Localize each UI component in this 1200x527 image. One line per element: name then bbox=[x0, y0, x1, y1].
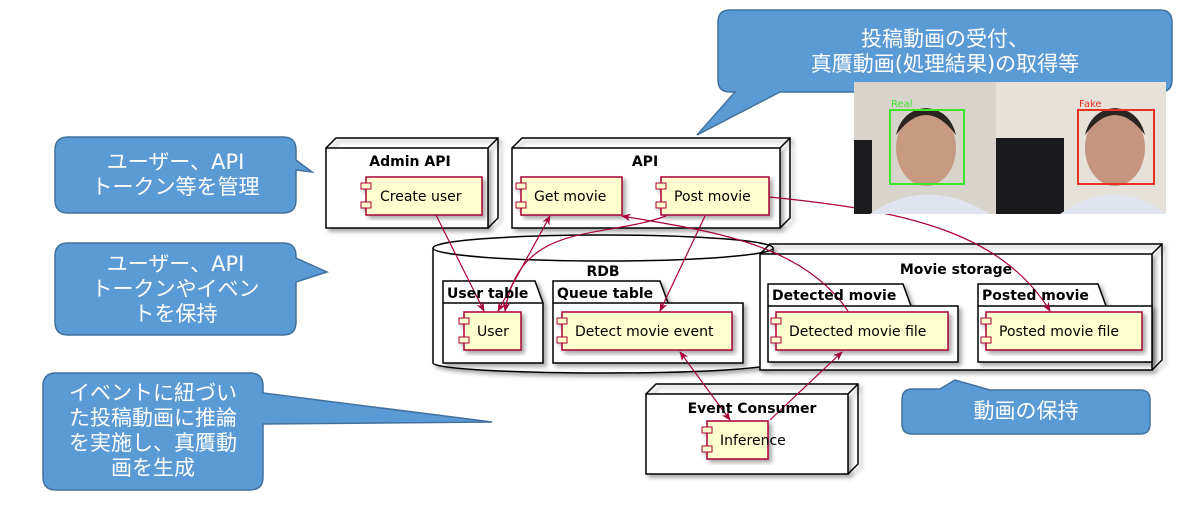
face-photos: Real Fake bbox=[854, 82, 1166, 214]
callout-consumer bbox=[42, 372, 493, 491]
component-detected-movie-file bbox=[770, 311, 949, 351]
queue-table-title: Queue table bbox=[557, 286, 653, 302]
fake-detection-box bbox=[1077, 109, 1155, 185]
arrow-post-movie-to-user bbox=[502, 215, 667, 312]
detect-movie-event-label: Detect movie event bbox=[575, 324, 714, 340]
fake-label: Fake bbox=[1079, 99, 1102, 110]
post-movie-label: Post movie bbox=[674, 189, 751, 205]
component-user bbox=[458, 311, 522, 351]
callout-api-text: 投稿動画の受付、 真贋動画(処理結果)の取得等 bbox=[810, 27, 1080, 76]
component-create-user bbox=[360, 176, 483, 216]
component-posted-movie-file bbox=[980, 311, 1143, 351]
real-detection-box bbox=[889, 109, 965, 185]
arrow-create-user-to-user bbox=[435, 214, 485, 312]
posted-movie-title: Posted movie bbox=[982, 288, 1089, 304]
arrow-inference-detected-file bbox=[769, 351, 843, 421]
api-title: API bbox=[632, 154, 658, 170]
arrow-post-movie-to-posted-file bbox=[768, 196, 1051, 312]
arrow-get-movie-to-user bbox=[497, 215, 551, 312]
callout-admin-text: ユーザー、API トークン等を管理 bbox=[91, 150, 260, 199]
callout-rdb-text: ユーザー、API トークンやイベン トを保持 bbox=[91, 252, 260, 326]
arrow-post-movie-to-queue bbox=[659, 215, 706, 312]
create-user-label: Create user bbox=[380, 189, 462, 205]
user-table-title: User table bbox=[447, 286, 528, 302]
admin-api-title: Admin API bbox=[369, 154, 450, 170]
callout-admin bbox=[54, 136, 315, 214]
callout-storage-text: 動画の保持 bbox=[973, 399, 1079, 423]
real-label: Real bbox=[891, 99, 913, 110]
get-movie-label: Get movie bbox=[534, 189, 606, 205]
event-consumer-title: Event Consumer bbox=[688, 401, 817, 417]
arrow-inference-queue bbox=[679, 351, 731, 421]
inference-label: Inference bbox=[720, 433, 786, 449]
user-label: User bbox=[477, 324, 509, 340]
posted-movie-file-label: Posted movie file bbox=[999, 324, 1119, 340]
movie-storage-title: Movie storage bbox=[900, 262, 1012, 278]
detected-movie-title: Detected movie bbox=[772, 288, 896, 304]
component-detect-movie-event bbox=[556, 311, 733, 351]
callout-api bbox=[696, 9, 1173, 136]
connectors bbox=[435, 196, 1051, 421]
callout-rdb bbox=[54, 242, 330, 336]
callout-consumer-text: イベントに紐づい た投稿動画に推論 を実施し、真贋動 画を生成 bbox=[69, 381, 237, 480]
rdb-title: RDB bbox=[586, 264, 619, 280]
component-post-movie bbox=[655, 176, 770, 216]
arrow-detected-file-to-get-movie bbox=[621, 213, 849, 312]
component-get-movie bbox=[515, 176, 623, 216]
callout-storage bbox=[901, 379, 1151, 435]
detected-movie-file-label: Detected movie file bbox=[789, 324, 926, 340]
component-inference bbox=[701, 420, 769, 460]
